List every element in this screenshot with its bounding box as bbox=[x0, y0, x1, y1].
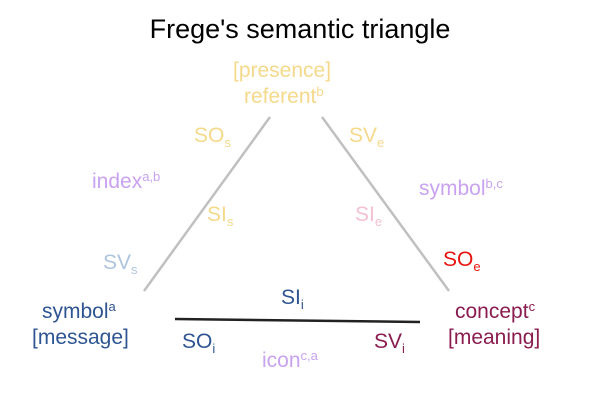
referent-label: referentb bbox=[244, 84, 324, 108]
referent-presence-label: [presence] bbox=[233, 59, 332, 82]
symbol-message-label: [message] bbox=[32, 326, 129, 349]
si-s-label: SIs bbox=[207, 203, 234, 229]
si-e-label: SIe bbox=[355, 203, 383, 229]
si-i-label: SIi bbox=[281, 286, 304, 312]
edge-referent-symbol bbox=[142, 116, 272, 292]
so-e-label: SOe bbox=[443, 248, 481, 274]
sv-e-label: SVe bbox=[349, 124, 385, 150]
sv-s-label: SVs bbox=[103, 251, 138, 277]
symbol-bc-label: symbolb,c bbox=[419, 176, 503, 200]
icon-label: iconc,a bbox=[262, 348, 318, 372]
so-s-label: SOs bbox=[194, 124, 231, 150]
edge-symbol-concept bbox=[174, 317, 421, 324]
diagram-title: Frege's semantic triangle bbox=[149, 14, 451, 44]
edge-referent-concept bbox=[320, 116, 451, 292]
so-i-label: SOi bbox=[182, 330, 216, 356]
concept-node-label: conceptc bbox=[455, 299, 536, 323]
symbol-node-label: symbola bbox=[42, 299, 116, 323]
sv-i-label: SVi bbox=[374, 330, 405, 356]
concept-meaning-label: [meaning] bbox=[448, 326, 541, 349]
index-label: indexa,b bbox=[92, 169, 161, 193]
